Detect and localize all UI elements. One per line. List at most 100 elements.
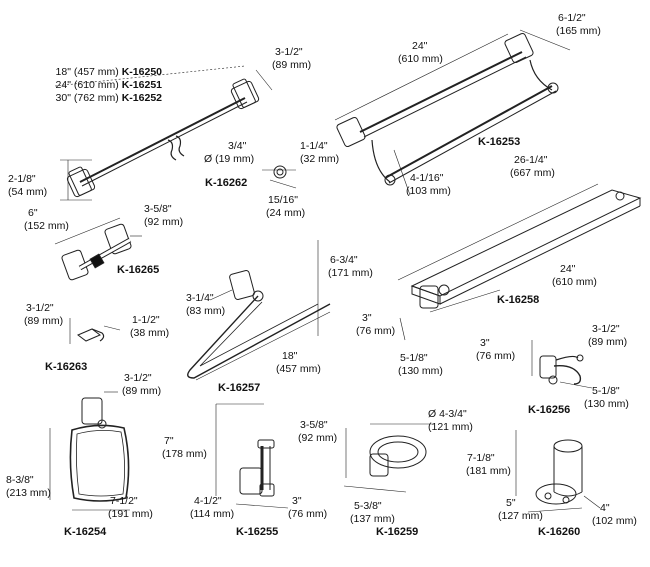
double-bar-length-mm: (610 mm) <box>398 53 443 65</box>
double-hook-width-mm: (130 mm) <box>584 398 629 410</box>
double-hook-height-mm: (76 mm) <box>476 350 516 362</box>
spare-roll-height-mm: (178 mm) <box>162 448 207 460</box>
hanger-projection-mm: (83 mm) <box>186 305 226 317</box>
towel-ring-height-in: 8-3/8" <box>6 474 34 486</box>
hanger-length-mm: (457 mm) <box>276 363 321 375</box>
robe-hook-width-mm: (89 mm) <box>24 315 64 327</box>
robe-hook-projection-in: 1-1/2" <box>132 314 160 326</box>
robe-hook-model: K-16263 <box>45 361 88 373</box>
robe-hook-projection-mm: (38 mm) <box>130 327 170 339</box>
shelf-inner-length-mm: (610 mm) <box>552 276 597 288</box>
double-bar-projection-mm: (165 mm) <box>556 25 601 37</box>
towel-bar-drawing <box>54 65 273 201</box>
hanger-model: K-16257 <box>218 382 261 394</box>
shelf-projection-mm: (130 mm) <box>398 365 443 377</box>
small-hook-height-mm: (24 mm) <box>266 207 306 219</box>
towel-ring-height-mm: (213 mm) <box>6 487 51 499</box>
tumbler-model: K-16260 <box>538 526 581 538</box>
double-hook-width-in: 5-1/8" <box>592 385 620 397</box>
tumbler-drawing <box>515 430 601 513</box>
shelf-model: K-16258 <box>497 294 540 306</box>
tumbler-width-mm: (127 mm) <box>498 510 543 522</box>
tissue-holder-projection-in: 3-5/8" <box>144 203 172 215</box>
small-hook-model: K-16262 <box>205 177 248 189</box>
tumbler-height-mm: (181 mm) <box>466 465 511 477</box>
double-hook-drawing <box>531 340 593 389</box>
robe-hook-width-in: 3-1/2" <box>26 302 54 314</box>
towel-ring-width-in: 7-1/2" <box>110 495 138 507</box>
hanger-height-in: 6-3/4" <box>330 254 358 266</box>
towel-bar-24-model: K-16251 <box>121 79 162 91</box>
towel-bar-projection-mm: (89 mm) <box>272 59 312 71</box>
tissue-holder-width-in: 6" <box>28 207 38 219</box>
shelf-height-mm: (76 mm) <box>356 325 396 337</box>
small-hook-projection-mm: (32 mm) <box>300 153 340 165</box>
towel-bar-24-size-text: 24" (610 mm) <box>55 79 119 91</box>
tumbler-height-in: 7-1/8" <box>467 452 495 464</box>
soap-dish-diameter-mm: (121 mm) <box>428 421 473 433</box>
tissue-holder-model: K-16265 <box>117 264 160 276</box>
soap-dish-height-mm: (92 mm) <box>298 432 338 444</box>
towel-bar-30-size-text: 30" (762 mm) <box>55 92 119 104</box>
hanger-length-in: 18" <box>282 350 298 362</box>
small-hook-height-in: 15/16" <box>268 194 299 206</box>
shelf-projection-in: 5-1/8" <box>400 352 428 364</box>
tumbler-width-in: 5" <box>506 497 516 509</box>
small-hook-drawing <box>262 165 297 189</box>
towel-bar-projection-in: 3-1/2" <box>275 46 303 58</box>
soap-dish-width-mm: (137 mm) <box>350 513 395 525</box>
double-towel-bar-drawing <box>334 29 571 196</box>
shelf-inner-length-in: 24" <box>560 263 576 275</box>
towel-bar-24-size: 24" (610 mm) K-16251 <box>22 79 162 91</box>
small-hook-projection-in: 1-1/4" <box>300 140 328 152</box>
shelf-length-mm: (667 mm) <box>510 167 555 179</box>
towel-bar-30-size: 30" (762 mm) K-16252 <box>22 92 162 104</box>
towel-bar-18-model: K-16250 <box>121 66 162 78</box>
tumbler-projection-in: 4" <box>600 502 610 514</box>
tissue-holder-width-mm: (152 mm) <box>24 220 69 232</box>
towel-bar-30-model: K-16252 <box>121 92 162 104</box>
robe-hook-drawing <box>69 318 121 344</box>
double-hook-model: K-16256 <box>528 404 571 416</box>
small-hook-diameter-in: 3/4" <box>228 140 247 152</box>
towel-bar-18-size-text: 18" (457 mm) <box>55 66 119 78</box>
double-bar-model: K-16253 <box>478 136 521 148</box>
towel-ring-model: K-16254 <box>64 526 107 538</box>
soap-dish-height-in: 3-5/8" <box>300 419 328 431</box>
soap-dish-width-in: 5-3/8" <box>354 500 382 512</box>
soap-dish-drawing <box>343 423 434 493</box>
double-bar-height-in: 4-1/16" <box>410 172 444 184</box>
hanger-projection-in: 3-1/4" <box>186 292 214 304</box>
spare-roll-projection-mm: (76 mm) <box>288 508 328 520</box>
shelf-height-in: 3" <box>362 312 372 324</box>
towel-ring-width-mm: (191 mm) <box>108 508 153 520</box>
towel-bar-18-size: 18" (457 mm) K-16250 <box>22 66 162 78</box>
soap-dish-diameter-in: Ø 4-3/4" <box>428 408 467 420</box>
soap-dish-model: K-16259 <box>376 526 419 538</box>
double-bar-height-mm: (103 mm) <box>406 185 451 197</box>
spare-roll-width-mm: (114 mm) <box>190 508 235 520</box>
double-hook-projection-mm: (89 mm) <box>588 336 628 348</box>
double-bar-length-in: 24" <box>412 40 428 52</box>
spare-roll-holder-drawing <box>215 403 289 509</box>
double-hook-height-in: 3" <box>480 337 490 349</box>
towel-bar-height-in: 2-1/8" <box>8 173 36 185</box>
double-bar-projection-in: 6-1/2" <box>558 12 586 24</box>
towel-ring-projection-mm: (89 mm) <box>122 385 162 397</box>
spare-roll-projection-in: 3" <box>292 495 302 507</box>
towel-ring-projection-in: 3-1/2" <box>124 372 152 384</box>
double-hook-projection-in: 3-1/2" <box>592 323 620 335</box>
hanger-drawing <box>187 240 331 381</box>
tissue-holder-projection-mm: (92 mm) <box>144 216 184 228</box>
tumbler-projection-mm: (102 mm) <box>592 515 637 527</box>
spare-roll-width-in: 4-1/2" <box>194 495 222 507</box>
spare-roll-height-in: 7" <box>164 435 174 447</box>
towel-ring-drawing <box>49 391 130 511</box>
small-hook-diameter-mm: Ø (19 mm) <box>204 153 255 165</box>
towel-bar-height-mm: (54 mm) <box>8 186 48 198</box>
tissue-holder-drawing <box>54 217 142 281</box>
shelf-length-in: 26-1/4" <box>514 154 548 166</box>
hanger-height-mm: (171 mm) <box>328 267 373 279</box>
